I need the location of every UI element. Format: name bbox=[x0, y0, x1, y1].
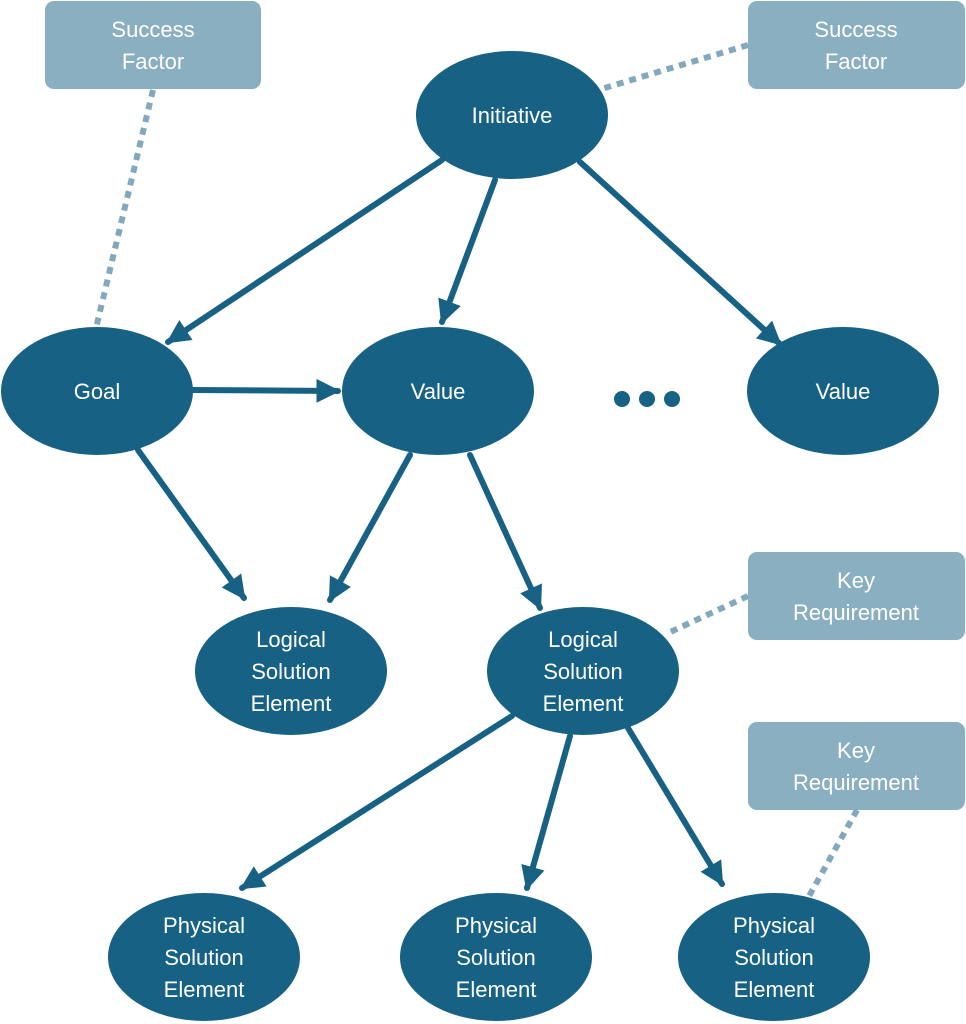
goal-label: Goal bbox=[74, 379, 120, 404]
arrow-goal-to-logical-left bbox=[135, 447, 247, 601]
physical-center-line-3: Element bbox=[456, 977, 537, 1002]
dotted-link-success-factor-right-to-initiative bbox=[597, 42, 749, 93]
key-requirement-upper-line-1: Key bbox=[837, 568, 875, 593]
success-factor-box-right: Success Factor bbox=[748, 1, 965, 89]
key-requirement-lower-line-2: Requirement bbox=[793, 770, 919, 795]
success-factor-right-line-2: Factor bbox=[825, 49, 887, 74]
initiative-node: Initiative bbox=[416, 51, 608, 179]
initiative-label: Initiative bbox=[472, 103, 553, 128]
arrow-logical-to-physical-left bbox=[239, 713, 515, 891]
ellipse-nodes: Initiative Goal Value Value Logical Solu… bbox=[1, 51, 939, 1021]
arrow-initiative-to-value-center bbox=[438, 177, 498, 325]
dotted-link-success-factor-left-to-goal bbox=[93, 89, 156, 329]
success-factor-box-left: Success Factor bbox=[45, 1, 261, 89]
value-node-right: Value bbox=[747, 327, 939, 455]
arrow-connectors bbox=[135, 157, 783, 891]
arrow-value-to-logical-center bbox=[467, 452, 543, 611]
key-requirement-lower-line-1: Key bbox=[837, 738, 875, 763]
success-factor-left-line-2: Factor bbox=[122, 49, 184, 74]
dotted-link-key-requirement-upper-to-logical bbox=[664, 593, 750, 637]
logical-center-line-1: Logical bbox=[548, 627, 618, 652]
arrow-value-to-logical-left bbox=[327, 452, 413, 603]
arrow-logical-to-physical-right bbox=[625, 725, 725, 887]
success-factor-left-line-1: Success bbox=[111, 17, 194, 42]
ellipsis-icon bbox=[614, 391, 680, 407]
logical-center-line-3: Element bbox=[543, 691, 624, 716]
arrow-goal-to-value-center bbox=[189, 378, 341, 403]
physical-center-line-1: Physical bbox=[455, 913, 537, 938]
value-center-label: Value bbox=[411, 379, 466, 404]
physical-right-line-1: Physical bbox=[733, 913, 815, 938]
arrow-logical-to-physical-center bbox=[521, 733, 573, 891]
ellipsis-dot bbox=[664, 391, 680, 407]
physical-right-line-3: Element bbox=[734, 977, 815, 1002]
logical-solution-element-node-left: Logical Solution Element bbox=[195, 607, 387, 735]
physical-left-line-2: Solution bbox=[164, 945, 244, 970]
physical-solution-element-node-left: Physical Solution Element bbox=[108, 893, 300, 1021]
value-right-label: Value bbox=[816, 379, 871, 404]
key-requirement-box-upper: Key Requirement bbox=[748, 552, 965, 640]
physical-center-line-2: Solution bbox=[456, 945, 536, 970]
physical-left-line-3: Element bbox=[164, 977, 245, 1002]
logical-left-line-3: Element bbox=[251, 691, 332, 716]
value-node-center: Value bbox=[342, 327, 534, 455]
logical-solution-element-node-center: Logical Solution Element bbox=[487, 607, 679, 735]
physical-solution-element-node-right: Physical Solution Element bbox=[678, 893, 870, 1021]
key-requirement-upper-line-2: Requirement bbox=[793, 600, 919, 625]
goal-node: Goal bbox=[1, 327, 193, 455]
success-factor-right-line-1: Success bbox=[814, 17, 897, 42]
physical-left-line-1: Physical bbox=[163, 913, 245, 938]
physical-right-line-2: Solution bbox=[734, 945, 814, 970]
dotted-connectors bbox=[93, 42, 860, 900]
dotted-link-key-requirement-lower-to-physical bbox=[805, 808, 860, 900]
physical-solution-element-node-center: Physical Solution Element bbox=[400, 893, 592, 1021]
key-requirement-box-lower: Key Requirement bbox=[748, 722, 965, 810]
logical-left-line-2: Solution bbox=[251, 659, 331, 684]
ellipsis-dot bbox=[614, 391, 630, 407]
arrow-initiative-to-goal bbox=[165, 157, 445, 345]
logical-left-line-1: Logical bbox=[256, 627, 326, 652]
arrow-initiative-to-value-right bbox=[577, 159, 783, 347]
annotation-boxes: Success Factor Success Factor Key Requir… bbox=[45, 1, 965, 810]
ellipsis-dot bbox=[639, 391, 655, 407]
logical-center-line-2: Solution bbox=[543, 659, 623, 684]
